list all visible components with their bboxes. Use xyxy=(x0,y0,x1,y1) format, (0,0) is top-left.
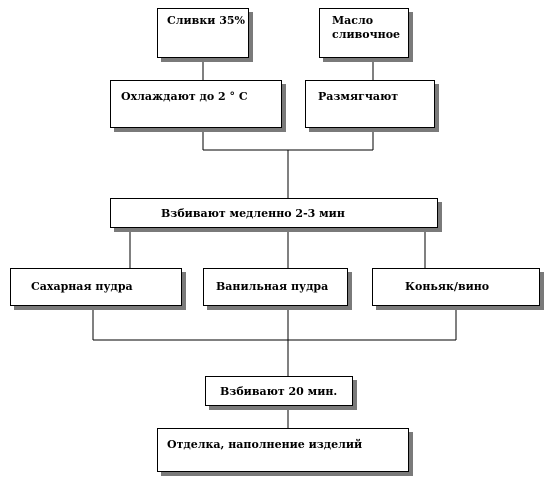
node-vanilla: Ванильная пудра xyxy=(203,268,348,306)
node-cool: Охлаждают до 2 ° С xyxy=(110,80,282,128)
node-cognac-text: Коньяк/вино xyxy=(405,280,490,293)
node-whip-slow: Взбивают медленно 2-3 мин xyxy=(110,198,438,228)
node-cool-text: Охлаждают до 2 ° С xyxy=(121,90,248,103)
node-finish: Отделка, наполнение изделий xyxy=(157,428,409,472)
node-vanilla-text: Ванильная пудра xyxy=(216,280,329,293)
node-whip-20-text: Взбивают 20 мин. xyxy=(220,385,338,398)
node-cream: Сливки 35% xyxy=(157,8,249,58)
node-sugar-text: Сахарная пудра xyxy=(31,280,133,293)
node-finish-text: Отделка, наполнение изделий xyxy=(167,438,363,451)
node-butter: Масло сливочное xyxy=(319,8,409,58)
node-sugar: Сахарная пудра xyxy=(10,268,182,306)
node-whip-slow-text: Взбивают медленно 2-3 мин xyxy=(161,207,345,220)
node-whip-20: Взбивают 20 мин. xyxy=(205,376,353,406)
node-soften-text: Размягчают xyxy=(318,90,399,103)
node-cream-text: Сливки 35% xyxy=(167,14,246,27)
node-cognac: Коньяк/вино xyxy=(372,268,540,306)
node-soften: Размягчают xyxy=(305,80,435,128)
node-butter-text: Масло сливочное xyxy=(332,14,401,41)
